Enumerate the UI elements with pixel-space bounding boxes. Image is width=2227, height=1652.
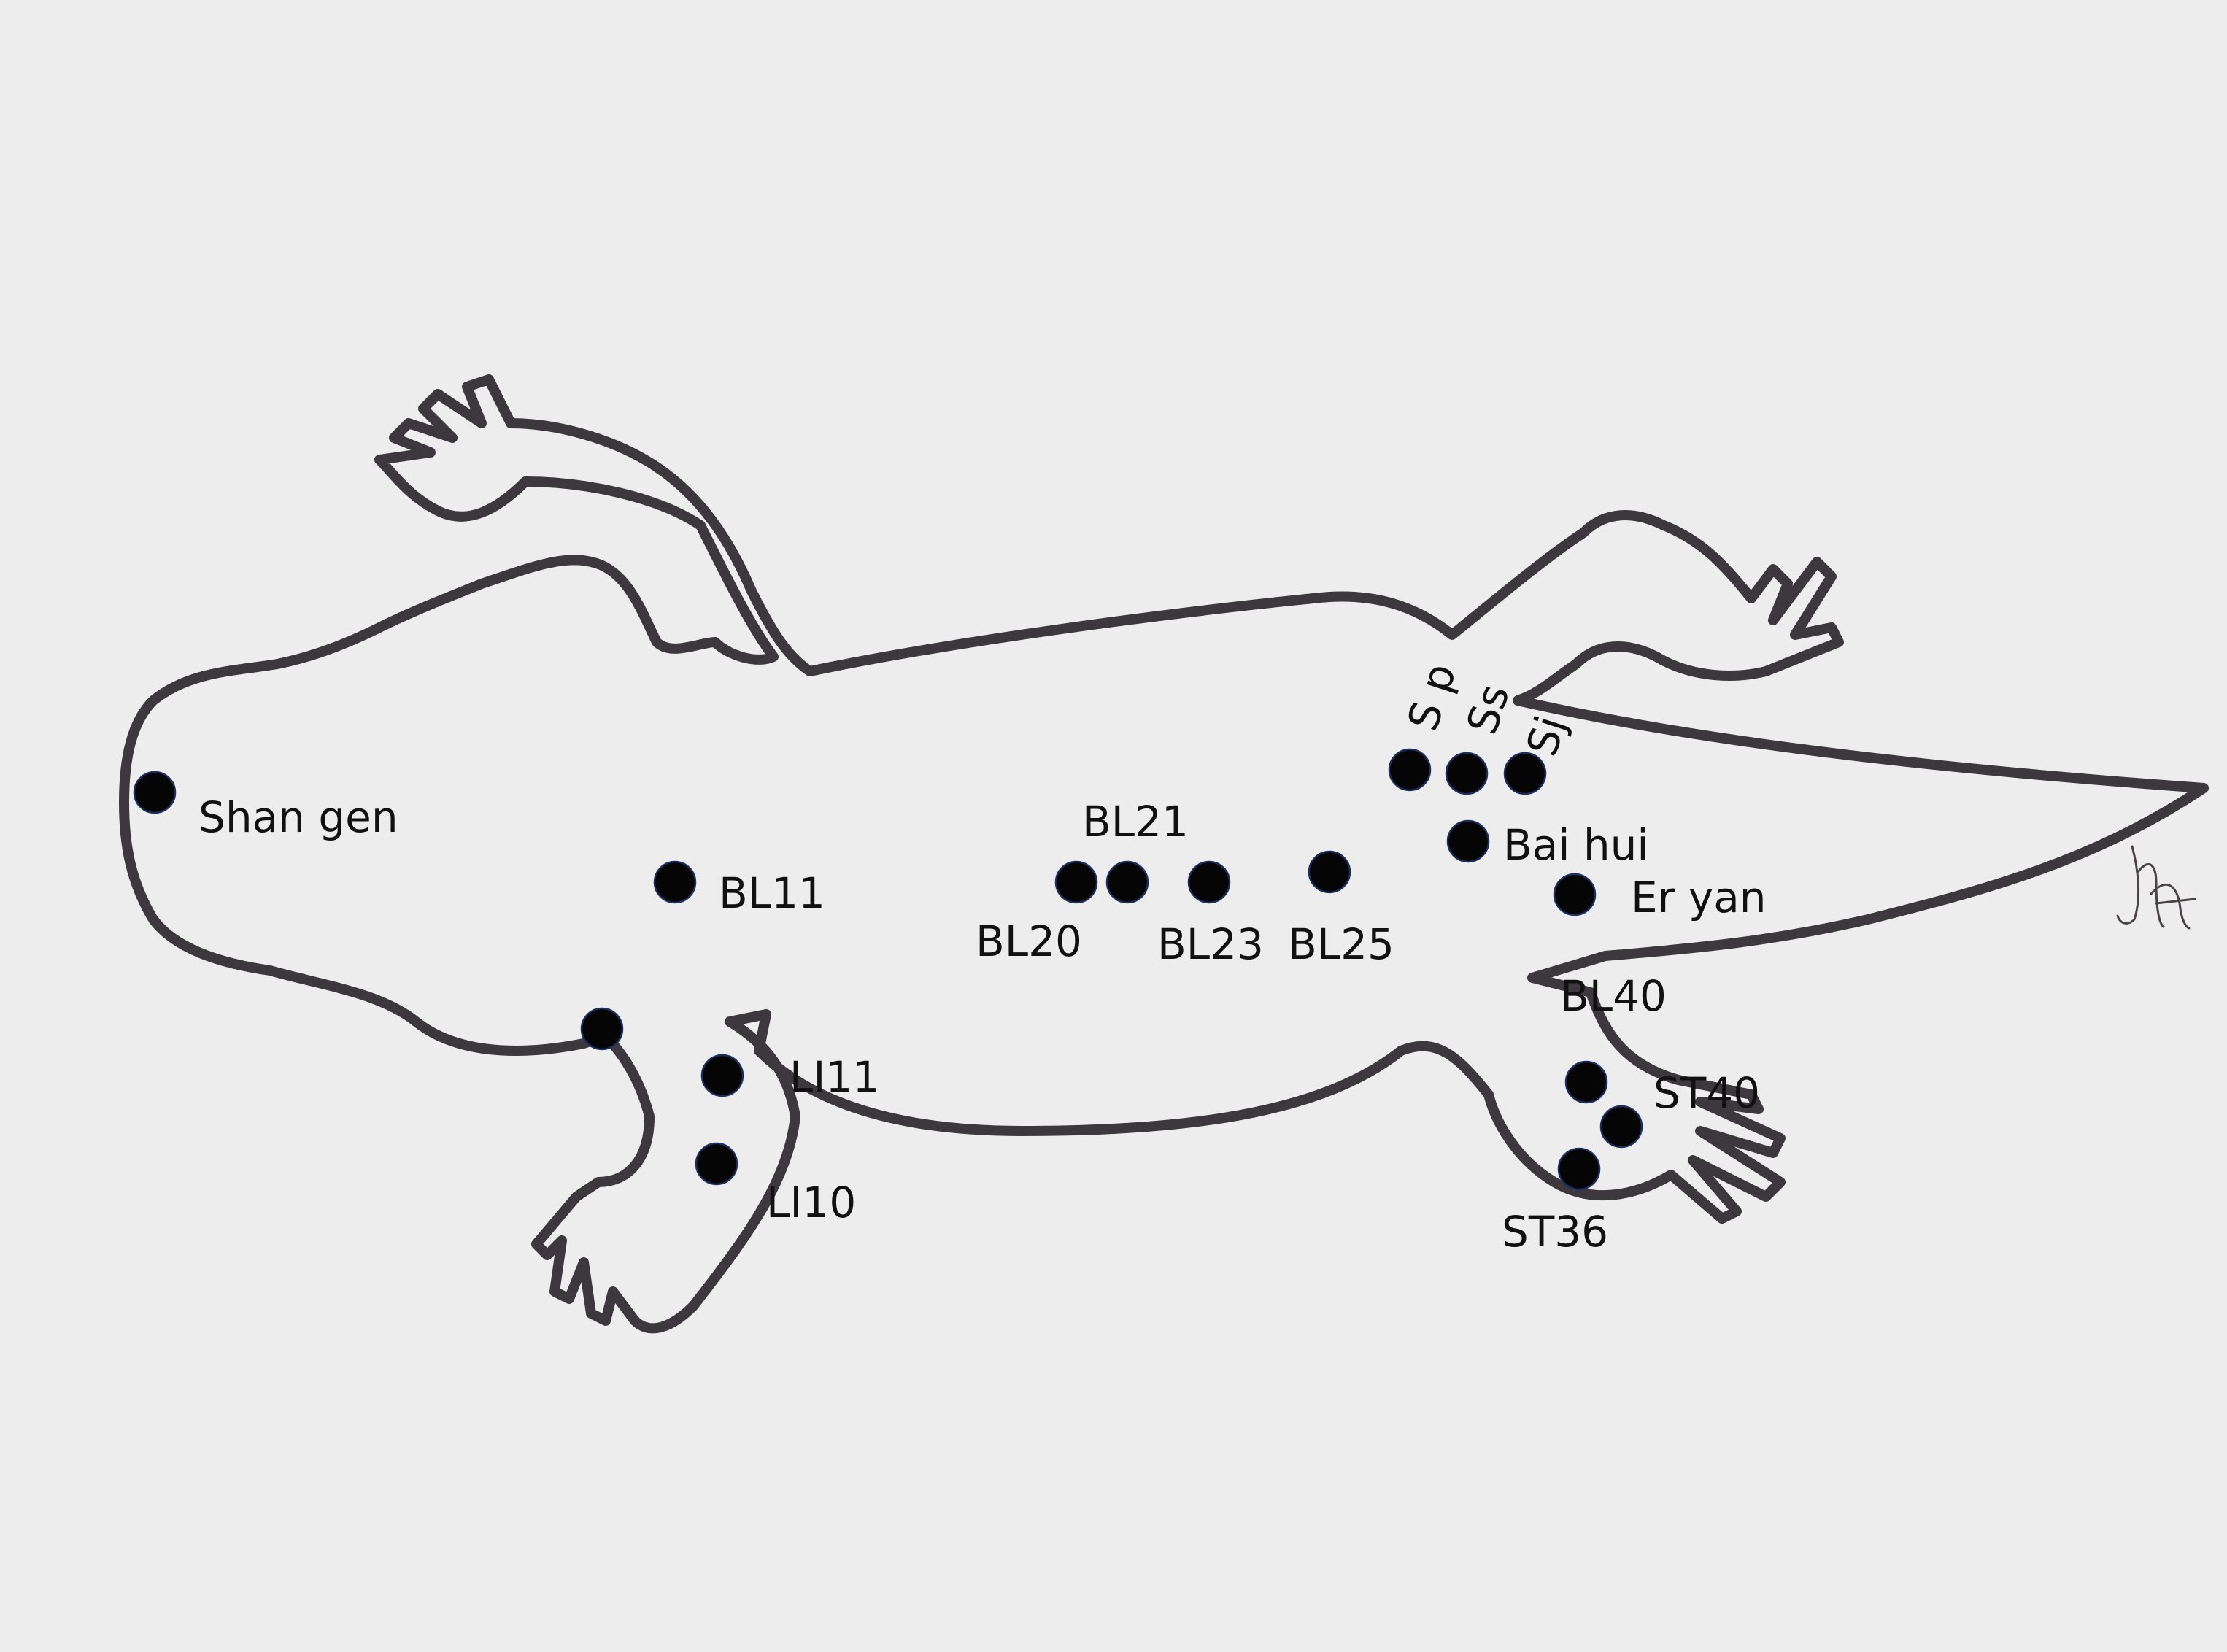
label-li11: LI11 bbox=[790, 1052, 879, 1102]
point-bl21 bbox=[1105, 860, 1149, 904]
point-sj bbox=[1503, 752, 1547, 795]
point-bai-hui bbox=[1446, 819, 1490, 863]
label-bl11: BL11 bbox=[719, 868, 825, 918]
point-bl20 bbox=[1054, 860, 1098, 904]
label-bl21: BL21 bbox=[1082, 797, 1189, 846]
point-li11 bbox=[700, 1054, 744, 1097]
label-bl40: BL40 bbox=[1560, 971, 1667, 1021]
animal-body-outline bbox=[119, 374, 2209, 1334]
point-er-yan bbox=[1553, 873, 1597, 916]
point-bl11 bbox=[653, 860, 697, 904]
acupoints-layer: Shan gen BL11 BL20 BL21 BL23 BL25 S p Ss… bbox=[133, 657, 1767, 1257]
label-st36: ST36 bbox=[1502, 1207, 1608, 1257]
label-bl25: BL25 bbox=[1288, 919, 1394, 969]
label-er-yan: Er yan bbox=[1631, 873, 1767, 922]
point-bl25 bbox=[1308, 850, 1351, 894]
label-bl20: BL20 bbox=[976, 916, 1082, 966]
point-st40 bbox=[1599, 1105, 1643, 1149]
point-sp bbox=[1388, 748, 1432, 792]
point-shan-gen bbox=[133, 771, 177, 814]
label-shan-gen: Shan gen bbox=[198, 792, 398, 842]
signature-mark bbox=[2116, 845, 2196, 930]
point-li10 bbox=[695, 1142, 738, 1186]
label-bai-hui: Bai hui bbox=[1503, 820, 1649, 870]
point-st36 bbox=[1557, 1147, 1601, 1191]
point-ss bbox=[1445, 752, 1489, 795]
point-bl23 bbox=[1187, 860, 1231, 904]
point-bl40 bbox=[1564, 1060, 1608, 1104]
label-bl23: BL23 bbox=[1157, 919, 1264, 969]
label-li10: LI10 bbox=[766, 1178, 856, 1227]
point-elbow bbox=[580, 1007, 624, 1051]
label-st40: ST40 bbox=[1653, 1068, 1760, 1118]
